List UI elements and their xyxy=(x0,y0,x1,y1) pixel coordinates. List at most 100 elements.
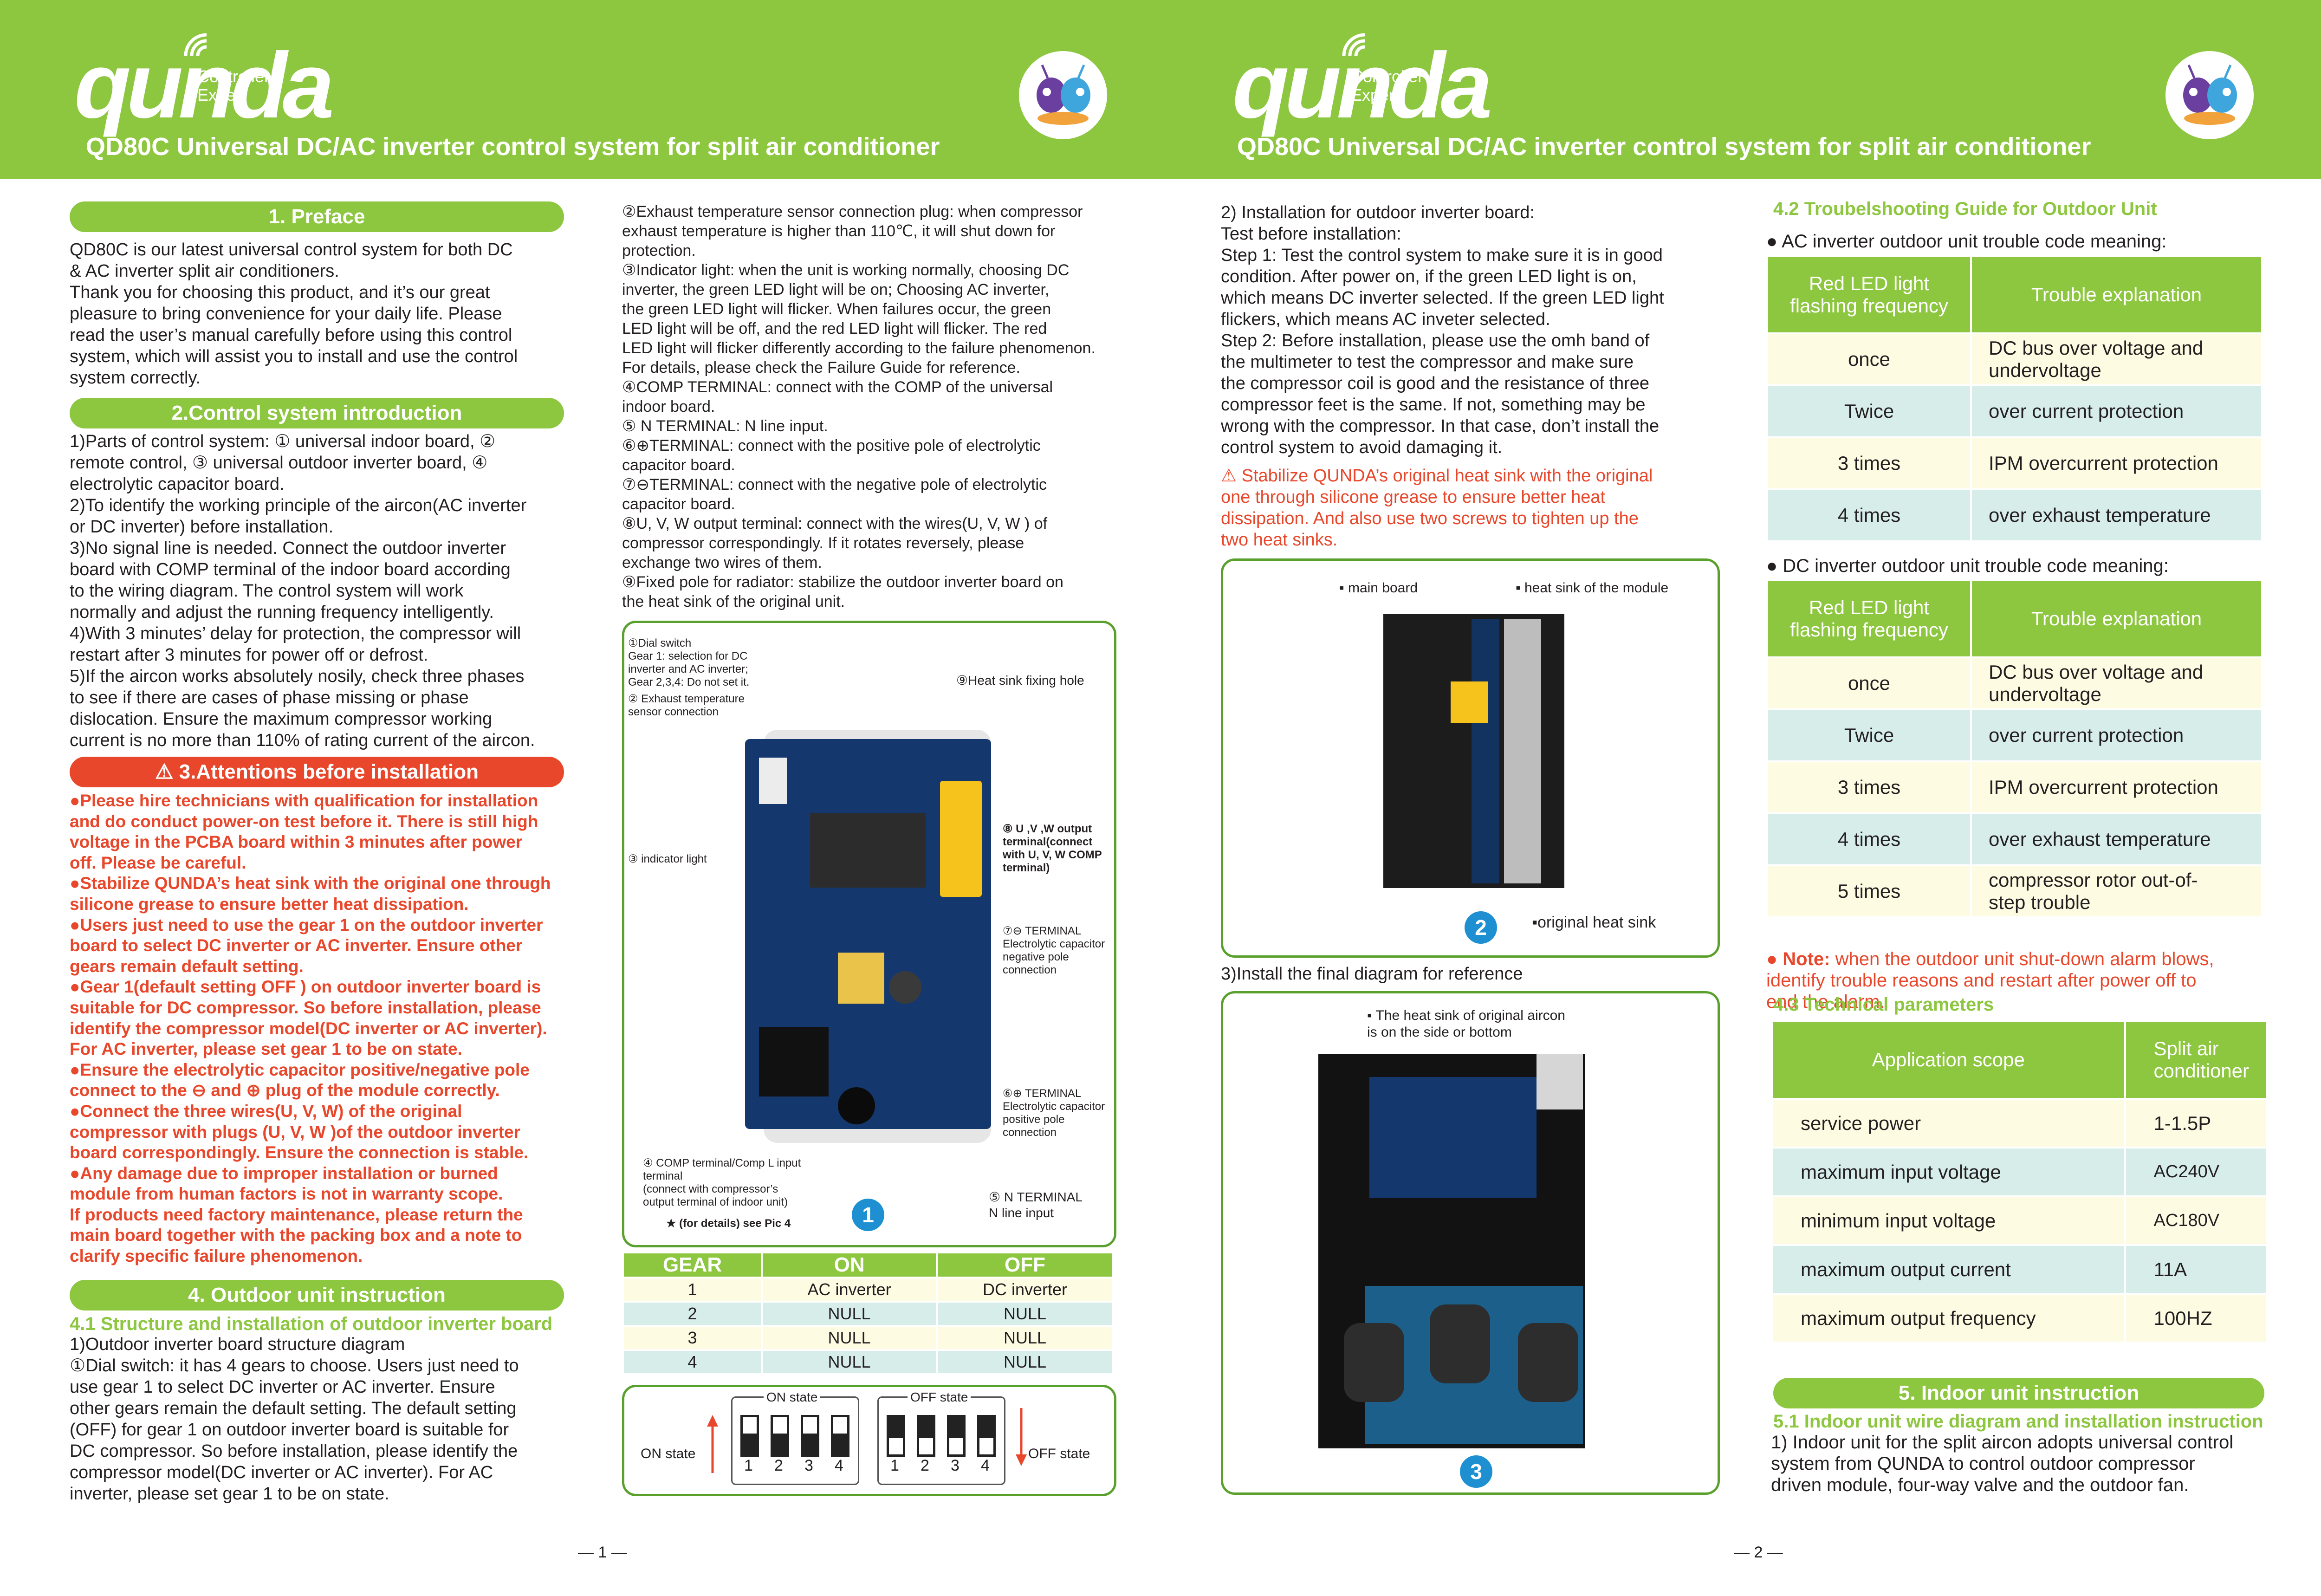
tp-value-cell: 100HZ xyxy=(2124,1293,2268,1343)
dip-num: 4 xyxy=(835,1457,843,1474)
ac-explain-cell: over exhaust temperature xyxy=(1970,488,2263,542)
attentions-title-text: 3.Attentions before installation xyxy=(179,760,479,783)
table-row: 3 times IPM overcurrent protection xyxy=(1766,436,2263,490)
dip-num: 2 xyxy=(774,1457,783,1474)
control-intro-body: 1)Parts of control system: ① universal i… xyxy=(70,432,535,750)
tp-value-cell: 11A xyxy=(2124,1244,2268,1295)
callout-uvw-output: ⑧ U ,V ,W output terminal(connect with U… xyxy=(1003,823,1102,874)
ac-th-explanation: Trouble explanation xyxy=(1970,255,2263,334)
outdoor-structure-subheading: 4.1 Structure and installation of outdoo… xyxy=(70,1314,553,1334)
logo-tagline-2: Expert xyxy=(197,85,246,104)
section-preface-title: 1. Preface xyxy=(70,201,564,232)
mascot-icon xyxy=(1037,65,1090,125)
dip-num: 1 xyxy=(890,1457,899,1474)
attentions-body: ●Please hire technicians with qualificat… xyxy=(70,791,551,1266)
tp-th-scope: Application scope xyxy=(1771,1020,2126,1100)
ac-trouble-label: ● AC inverter outdoor unit trouble code … xyxy=(1766,231,2167,252)
on-state-label: ON state xyxy=(641,1446,696,1461)
gear-header: GEAR xyxy=(622,1252,763,1278)
table-row: maximum output current 11A xyxy=(1771,1244,2268,1295)
off-cell: NULL xyxy=(936,1325,1114,1351)
gear-cell: 2 xyxy=(622,1301,763,1327)
brand-logo: qunda xyxy=(74,34,334,137)
dc-explain-cell: compressor rotor out-of- step trouble xyxy=(1970,864,2263,918)
table-row: 4 NULL NULL xyxy=(622,1349,1114,1375)
dip-num: 4 xyxy=(981,1457,990,1474)
component-strip xyxy=(810,813,926,888)
ac-trouble-table: Red LED light flashing frequency Trouble… xyxy=(1766,255,2263,542)
capacitor-3 xyxy=(1518,1323,1578,1402)
mascot-icon xyxy=(2183,65,2237,125)
gear-cell: 3 xyxy=(622,1325,763,1351)
capacitor-1 xyxy=(1344,1323,1404,1402)
figure-3-final-install-photo: ▪ The heat sink of original aircon is on… xyxy=(1221,991,1720,1495)
off-cell: DC inverter xyxy=(936,1277,1114,1303)
figure-badge-1: 1 xyxy=(852,1199,884,1231)
header-title-left: QD80C Universal DC/AC inverter control s… xyxy=(86,133,940,161)
terminal-block xyxy=(759,1027,829,1096)
logo-tagline-1: Controller xyxy=(197,67,270,86)
tp-value-cell: AC240V xyxy=(2124,1147,2268,1197)
on-cell: NULL xyxy=(761,1301,938,1327)
board-photo xyxy=(1369,1077,1537,1198)
callout-original-heat-sink-side: ▪ The heat sink of original aircon is on… xyxy=(1367,1008,1565,1040)
ac-explain-cell: over current protection xyxy=(1970,384,2263,438)
tp-param-cell: minimum input voltage xyxy=(1771,1195,2126,1246)
logo-tagline-1-right: Controller xyxy=(1351,67,1424,86)
dc-freq-cell: Twice xyxy=(1766,708,1972,762)
warning-icon: ⚠ xyxy=(155,760,179,783)
dip-switch-4-on xyxy=(831,1415,849,1457)
capacitor-2 xyxy=(1430,1304,1490,1383)
dip-switch-1-on xyxy=(740,1415,759,1457)
capacitor xyxy=(889,971,921,1004)
table-row: minimum input voltage AC180V xyxy=(1771,1195,2268,1246)
page-number-2: — 2 — xyxy=(1734,1544,1783,1561)
figure-badge-2: 2 xyxy=(1465,911,1497,944)
troubleshooting-subheading: 4.2 Troubelshooting Guide for Outdoor Un… xyxy=(1773,199,2157,219)
table-row: once DC bus over voltage and undervoltag… xyxy=(1766,656,2263,710)
final-diagram-label: 3)Install the final diagram for referenc… xyxy=(1221,964,1523,984)
dc-freq-cell: 5 times xyxy=(1766,864,1972,918)
final-install-photo xyxy=(1318,1054,1585,1448)
technical-params-subheading: 4.3 Technical parameters xyxy=(1773,994,1994,1015)
dip-switch-2-off xyxy=(917,1415,935,1457)
dc-freq-cell: 3 times xyxy=(1766,760,1972,814)
dip-switch-3-on xyxy=(801,1415,819,1457)
logo-tagline-2-right: Expert xyxy=(1351,85,1400,104)
on-header: ON xyxy=(761,1252,938,1278)
ac-freq-cell: Twice xyxy=(1766,384,1972,438)
component-descriptions: ②Exhaust temperature sensor connection p… xyxy=(622,203,1096,610)
transformer xyxy=(838,953,884,1004)
heat-sink-warning: ⚠ Stabilize QUNDA’s original heat sink w… xyxy=(1221,466,1653,550)
table-row: maximum output frequency 100HZ xyxy=(1771,1293,2268,1343)
figure-badge-3: 3 xyxy=(1460,1455,1492,1488)
gear-cell: 1 xyxy=(622,1277,763,1303)
ac-freq-cell: 4 times xyxy=(1766,488,1972,542)
off-state-title: OFF state xyxy=(908,1391,971,1404)
tp-param-cell: maximum output current xyxy=(1771,1244,2126,1295)
table-row: 3 times IPM overcurrent protection xyxy=(1766,760,2263,814)
table-row: 4 times over exhaust temperature xyxy=(1766,812,2263,866)
table-row: once DC bus over voltage and undervoltag… xyxy=(1766,332,2263,386)
gear-table: GEAR ON OFF 1 AC inverter DC inverter 2 … xyxy=(622,1252,1114,1375)
dc-th-explanation: Trouble explanation xyxy=(1970,579,2263,658)
dip-switch-2-on xyxy=(771,1415,789,1457)
technical-params-table: Application scope Split air conditioner … xyxy=(1771,1020,2268,1343)
section-attentions-title: ⚠ 3.Attentions before installation xyxy=(70,757,564,787)
ac-explain-cell: IPM overcurrent protection xyxy=(1970,436,2263,490)
section-outdoor-unit-title: 4. Outdoor unit instruction xyxy=(70,1280,564,1311)
shutdown-note: ● Note: when the outdoor unit shut-down … xyxy=(1766,927,2277,1012)
header-left xyxy=(0,0,1168,179)
dc-explain-cell: over current protection xyxy=(1970,708,2263,762)
table-row: 2 NULL NULL xyxy=(622,1301,1114,1327)
dial-switch xyxy=(759,758,787,804)
dip-num: 3 xyxy=(951,1457,960,1474)
dc-th-frequency: Red LED light flashing frequency xyxy=(1766,579,1972,658)
on-cell: AC inverter xyxy=(761,1277,938,1303)
installation-outdoor-body: 2) Installation for outdoor inverter boa… xyxy=(1221,203,1664,457)
dc-trouble-label: ● DC inverter outdoor unit trouble code … xyxy=(1766,556,2169,576)
on-cell: NULL xyxy=(761,1325,938,1351)
dc-explain-cell: DC bus over voltage and undervoltage xyxy=(1970,656,2263,710)
arrow-up-icon xyxy=(707,1415,718,1473)
preface-body: QD80C is our latest universal control sy… xyxy=(70,240,518,388)
